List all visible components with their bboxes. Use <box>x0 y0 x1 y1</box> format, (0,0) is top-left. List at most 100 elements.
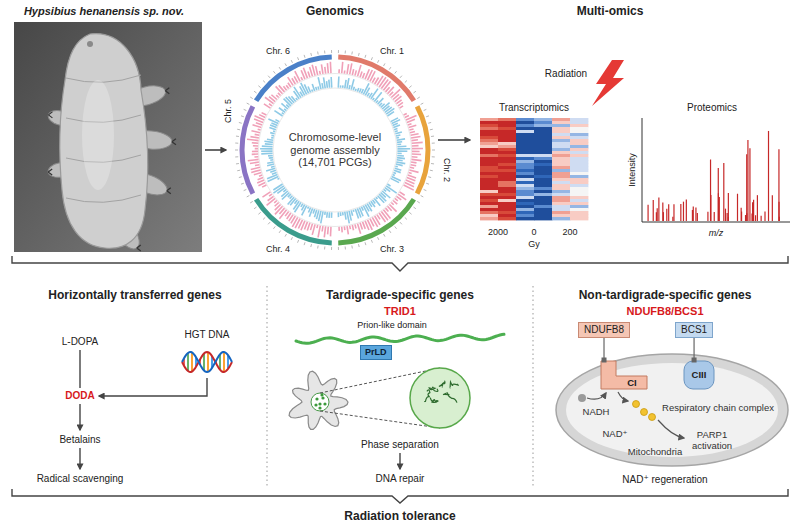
scale-tick <box>258 86 260 88</box>
scale-tick <box>235 143 238 144</box>
label-text: Non-tardigrade-specific genes <box>579 289 752 303</box>
label-text: NDUFB8/BCS1 <box>626 305 703 318</box>
density-bar <box>338 227 340 231</box>
density-bar <box>279 108 285 113</box>
heatmap-cell <box>534 121 552 124</box>
density-bar <box>387 112 394 116</box>
density-bar <box>267 139 273 140</box>
heatmap-cell <box>498 163 516 166</box>
density-bar <box>270 133 274 134</box>
scale-tick <box>431 136 434 137</box>
label-text: 200 <box>562 227 577 237</box>
lightning-bolt <box>592 60 624 106</box>
heatmap-cell <box>480 172 498 175</box>
scale-tick <box>304 242 306 245</box>
summary-bracket <box>12 489 788 503</box>
spectrum-peak <box>751 214 752 221</box>
density-bar <box>397 159 403 162</box>
density-bar <box>396 137 399 139</box>
spectrum-peak <box>728 193 729 221</box>
spectrum-peak <box>723 163 724 221</box>
label-text: 2000 <box>488 227 508 237</box>
density-bar <box>412 148 423 150</box>
density-bar <box>253 145 258 147</box>
spectrum-peak <box>692 210 693 221</box>
density-bar <box>391 178 399 182</box>
density-bar <box>344 226 346 230</box>
label-text: Radiation tolerance <box>344 510 455 524</box>
scale-tick <box>345 246 346 249</box>
heatmap-cell <box>516 136 534 139</box>
density-bar <box>324 77 326 88</box>
density-bar <box>321 64 323 74</box>
heatmap-cell <box>570 208 588 211</box>
scale-tick <box>268 76 270 78</box>
density-bar <box>275 206 283 214</box>
scale-tick <box>431 163 434 164</box>
density-bar <box>270 159 273 161</box>
density-bar <box>355 70 356 75</box>
density-bar <box>312 224 315 235</box>
scale-tick <box>364 55 366 58</box>
flow-arrow <box>399 453 400 469</box>
label-text: Radiation <box>545 68 587 80</box>
spectrum-peak <box>772 195 773 221</box>
flow-arrow <box>618 392 628 401</box>
mass-spectrum <box>642 118 790 222</box>
joint-square <box>692 358 697 363</box>
base-pair <box>207 352 209 372</box>
protein-chain <box>296 334 504 343</box>
label-text: Proteomics <box>687 102 737 114</box>
density-bar <box>398 102 403 105</box>
heatmap-cell <box>552 130 570 133</box>
mitochondrion: NADHRespiratory chain complexNAD⁺PARP1 a… <box>554 352 790 468</box>
heatmap-cell <box>570 136 588 139</box>
density-bar <box>412 153 421 155</box>
flow-arrow <box>587 393 606 399</box>
scale-tick <box>291 60 292 63</box>
heatmap-cell <box>516 199 534 202</box>
density-bar <box>253 125 262 128</box>
condensate-dot <box>323 402 326 405</box>
scale-tick <box>254 91 256 93</box>
heatmap-cell <box>534 211 552 214</box>
heatmap-cell <box>480 214 498 217</box>
heatmap-cell <box>480 175 498 178</box>
heatmap-cell <box>516 211 534 214</box>
nadh-molecule <box>578 394 586 402</box>
axis-line <box>642 118 643 222</box>
density-bar <box>326 212 328 218</box>
condensate-dot <box>314 403 317 406</box>
density-bar <box>353 87 354 90</box>
spectrum-peak <box>656 212 657 221</box>
density-bar <box>278 93 281 96</box>
heatmap-cell <box>552 133 570 136</box>
heatmap-cell <box>552 166 570 169</box>
heatmap-cell <box>516 169 534 172</box>
density-bar <box>288 83 291 87</box>
heatmap-cell <box>552 184 570 187</box>
density-bar <box>330 227 332 237</box>
body-segment <box>66 75 141 82</box>
density-bar <box>296 98 298 100</box>
spectrum-peak <box>761 216 762 221</box>
heatmap-cell <box>570 139 588 142</box>
heatmap-cell <box>570 214 588 217</box>
density-bar <box>383 210 390 219</box>
condensate-dot <box>315 397 318 400</box>
spectrum-peak <box>680 204 681 221</box>
label-text: NAD⁺ regeneration <box>622 474 707 486</box>
heatmap-cell <box>498 160 516 163</box>
density-bar <box>286 85 288 88</box>
heatmap-cell <box>570 169 588 172</box>
scale-tick <box>244 189 247 190</box>
heatmap-cell <box>534 208 552 211</box>
connector <box>692 338 697 363</box>
track-ring <box>273 88 397 212</box>
spectrum-peak <box>657 208 658 221</box>
density-bar <box>275 203 279 207</box>
label-text: HGT DNA <box>185 329 230 341</box>
density-bar <box>261 150 272 152</box>
node-text: Respiratory chain complex <box>662 403 774 414</box>
heatmap-cell <box>552 217 570 220</box>
